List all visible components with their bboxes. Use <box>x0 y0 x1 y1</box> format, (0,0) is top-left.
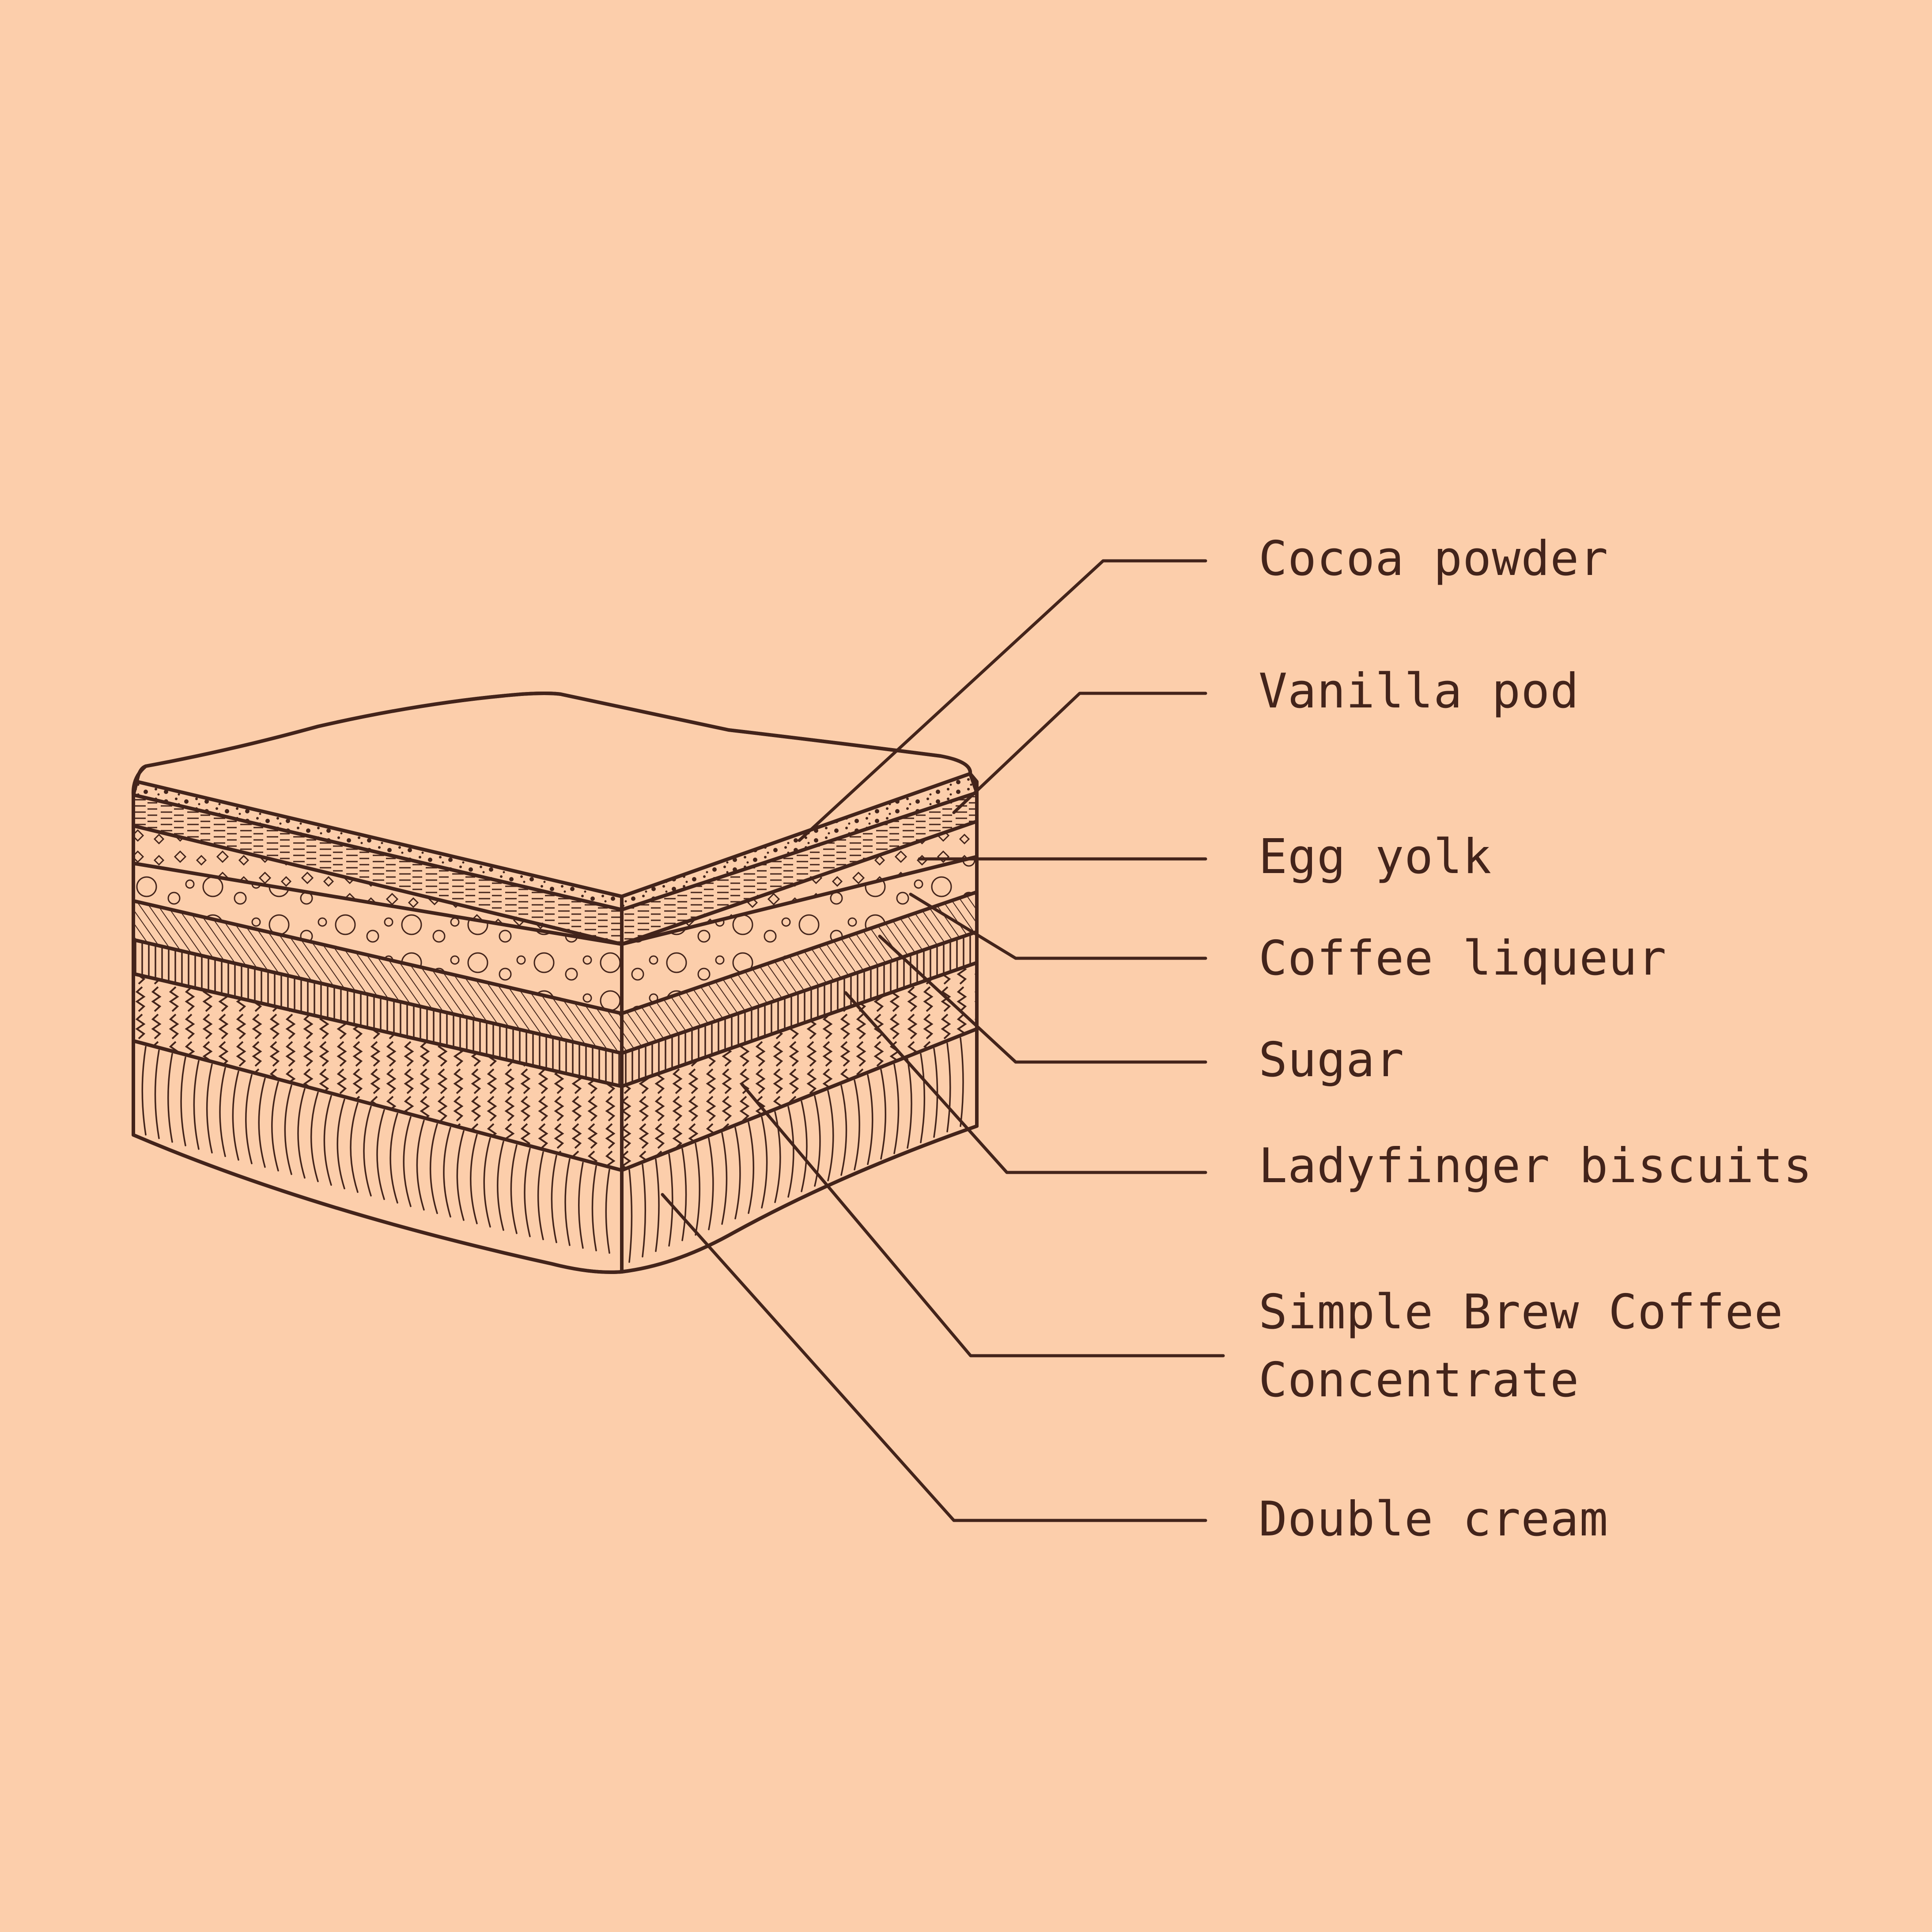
cream-hatch-line <box>403 1116 412 1207</box>
cream-hatch-line <box>310 1092 319 1183</box>
leader-coffee-liqueur <box>909 892 1207 960</box>
cream-hatch-line <box>376 1109 385 1200</box>
cream-hatch-line <box>363 1105 372 1197</box>
cream-hatch-line <box>591 1165 597 1251</box>
cream-hatch-line <box>708 1137 714 1230</box>
double-cream-hatching-right <box>628 1037 964 1263</box>
cream-hatch-line <box>429 1123 438 1214</box>
leader-sugar <box>878 934 1207 1064</box>
label-egg-yolk: Egg yolk <box>1259 829 1492 885</box>
cream-hatch-line <box>628 1169 633 1263</box>
cream-hatch-line <box>734 1127 741 1220</box>
cream-hatch-line <box>219 1067 226 1157</box>
cream-hatch-line <box>721 1132 728 1225</box>
label-coffee-liqueur: Coffee liqueur <box>1259 931 1667 986</box>
cream-hatch-line <box>180 1056 186 1146</box>
cream-hatch-line <box>907 1058 912 1149</box>
cream-hatch-line <box>801 1100 808 1192</box>
cream-hatch-line <box>141 1046 147 1136</box>
cream-hatch-line <box>284 1085 292 1175</box>
cream-hatch-line <box>681 1148 687 1241</box>
label-simple-brew-line-1: Simple Brew Coffee <box>1259 1285 1784 1340</box>
cream-hatch-line <box>578 1162 584 1249</box>
cream-hatch-line <box>497 1141 504 1231</box>
cream-hatch-line <box>564 1158 571 1246</box>
cream-hatch-line <box>350 1102 359 1193</box>
double-cream-hatching-left <box>141 1046 610 1254</box>
cream-hatch-line <box>642 1164 647 1258</box>
leader-vanilla-pod <box>952 692 1207 814</box>
cream-hatch-line <box>483 1137 491 1228</box>
cream-hatch-line <box>840 1085 847 1176</box>
label-simple-brew-line-2: Concentrate <box>1259 1353 1580 1408</box>
label-sugar: Sugar <box>1259 1032 1405 1088</box>
cream-hatch-line <box>537 1151 544 1240</box>
label-ladyfinger-biscuits: Ladyfinger biscuits <box>1259 1138 1813 1194</box>
cream-hatch-line <box>761 1116 768 1209</box>
cream-hatch-line <box>470 1134 478 1225</box>
cream-hatch-line <box>271 1081 279 1172</box>
cream-hatch-line <box>668 1153 673 1247</box>
cream-hatch-line <box>510 1144 518 1234</box>
leader-ladyfinger-biscuits <box>844 991 1207 1174</box>
cream-hatch-line <box>206 1063 213 1154</box>
cream-hatch-line <box>920 1053 926 1143</box>
cream-hatch-line <box>232 1070 239 1161</box>
leader-double-cream <box>661 1193 1207 1522</box>
cream-hatch-line <box>748 1122 754 1214</box>
cream-hatch-line <box>854 1079 860 1171</box>
tiramisu-block <box>131 692 979 1274</box>
cake-outline <box>131 692 979 1274</box>
cream-hatch-line <box>167 1053 173 1143</box>
cream-hatch-line <box>655 1158 660 1252</box>
cream-hatch-line <box>551 1155 557 1244</box>
leader-cocoa-powder <box>798 559 1207 842</box>
cream-hatch-line <box>960 1037 964 1127</box>
cream-hatch-line <box>695 1142 700 1236</box>
cream-hatch-line <box>443 1127 451 1218</box>
cream-hatch-line <box>787 1106 794 1198</box>
cream-hatch-line <box>827 1090 834 1182</box>
cream-hatch-line <box>893 1063 900 1154</box>
cream-hatch-line <box>258 1078 266 1168</box>
cream-hatch-line <box>774 1111 781 1203</box>
cream-hatch-line <box>867 1074 873 1165</box>
leader-simple-brew <box>740 1082 1225 1357</box>
label-cocoa-powder: Cocoa powder <box>1259 531 1609 586</box>
cream-hatch-line <box>193 1060 200 1150</box>
cream-hatch-line <box>154 1049 160 1139</box>
cream-hatch-line <box>245 1074 253 1164</box>
cream-hatch-line <box>297 1088 306 1179</box>
cream-hatch-line <box>416 1119 425 1211</box>
cream-hatch-line <box>389 1112 398 1204</box>
cream-hatch-line <box>880 1069 886 1160</box>
cream-hatch-line <box>524 1148 531 1237</box>
leader-lines <box>661 559 1225 1522</box>
cream-hatch-line <box>323 1095 332 1186</box>
cream-hatch-line <box>456 1130 465 1221</box>
cream-hatch-line <box>946 1042 951 1133</box>
cream-hatch-line <box>336 1098 345 1190</box>
cream-hatch-line <box>605 1168 610 1254</box>
label-double-cream: Double cream <box>1259 1492 1609 1547</box>
label-simple-brew-coffee-concentrate: Simple Brew Coffee Concentrate <box>1259 1278 1833 1414</box>
label-vanilla-pod: Vanilla pod <box>1259 664 1580 719</box>
